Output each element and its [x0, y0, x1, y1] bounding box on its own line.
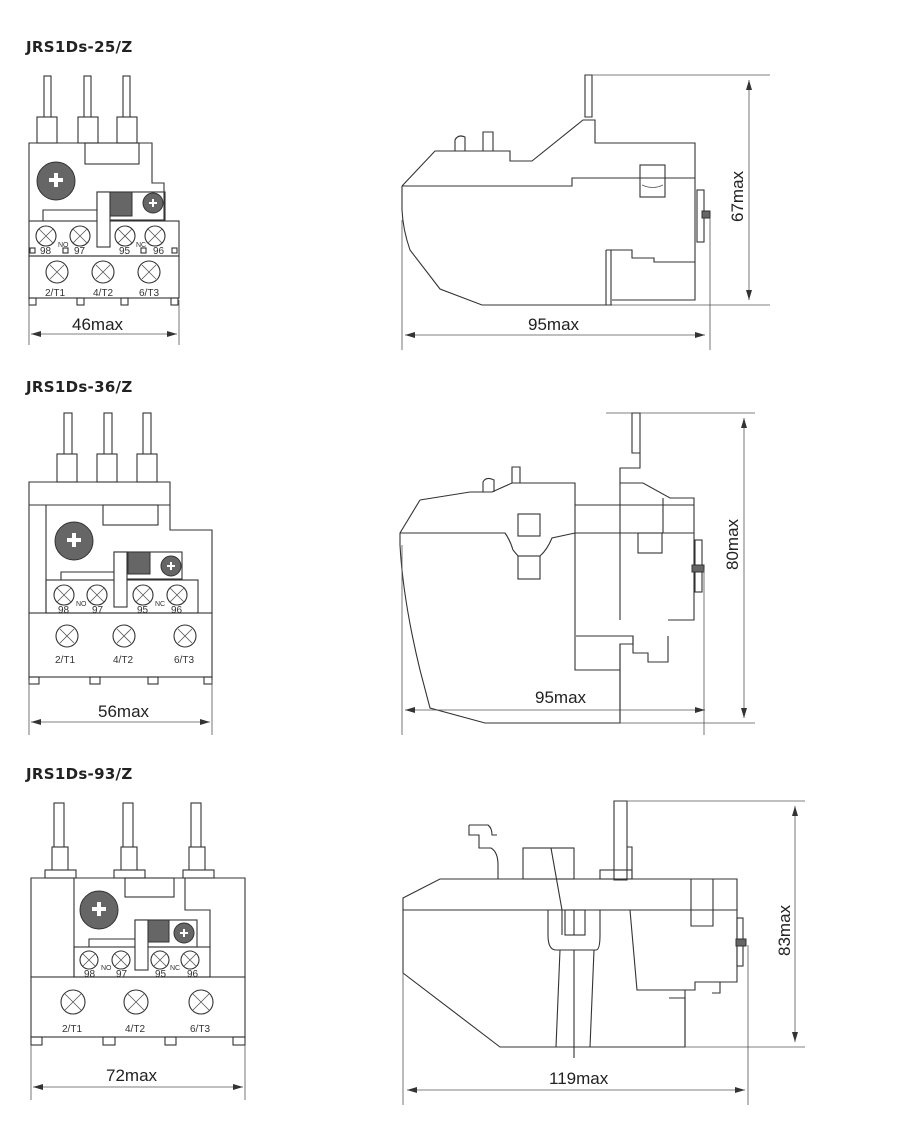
nc-contact-label: NC: [155, 601, 165, 608]
front-view-drawing: 98 97 95 96 NO NC 2/T1 4/T2 6/T3 72max: [30, 802, 246, 1100]
aux-terminal-screw-icon: [79, 950, 200, 970]
width-dimension: 46max: [72, 315, 124, 334]
aux-terminal-label: 96: [187, 969, 199, 980]
no-contact-label: NO: [101, 965, 112, 972]
main-terminal-label: 2/T1: [55, 655, 75, 666]
aux-terminal-label: 97: [74, 246, 86, 257]
aux-terminal-screw-icon: [35, 225, 166, 247]
length-dimension: 119max: [549, 1069, 609, 1088]
aux-terminal-label: 97: [92, 605, 104, 616]
main-terminal-label: 4/T2: [113, 655, 133, 666]
main-terminal-label: 6/T3: [174, 655, 194, 666]
height-dimension: 83max: [775, 904, 794, 956]
aux-terminal-label: 96: [153, 246, 165, 257]
width-dimension: 56max: [98, 702, 150, 721]
no-contact-label: NO: [76, 601, 87, 608]
aux-terminal-screw-icon: [53, 584, 188, 606]
main-terminal-label: 6/T3: [139, 288, 159, 299]
model-title: JRS1Ds-93/Z: [26, 765, 133, 783]
side-view-drawing: 119max 83max: [402, 800, 805, 1105]
length-dimension: 95max: [535, 688, 587, 707]
main-terminal-label: 6/T3: [190, 1024, 210, 1035]
nc-contact-label: NC: [136, 242, 146, 249]
aux-terminal-label: 96: [171, 605, 183, 616]
aux-terminal-label: 98: [40, 246, 52, 257]
main-terminal-label: 2/T1: [62, 1024, 82, 1035]
side-view-drawing: 95max 80max: [399, 412, 755, 735]
aux-terminal-label: 95: [155, 969, 167, 980]
model-title: JRS1Ds-36/Z: [26, 378, 133, 396]
main-terminal-screw-icon: [55, 624, 197, 648]
aux-terminal-label: 98: [84, 969, 96, 980]
side-view-drawing: 95max 67max: [401, 74, 770, 350]
nc-contact-label: NC: [170, 965, 180, 972]
width-dimension: 72max: [106, 1066, 158, 1085]
height-dimension: 80max: [723, 518, 742, 570]
aux-terminal-label: 97: [116, 969, 128, 980]
model-title: JRS1Ds-25/Z: [26, 38, 133, 56]
main-terminal-screw-icon: [60, 989, 214, 1015]
aux-terminal-label: 98: [58, 605, 70, 616]
main-terminal-label: 4/T2: [93, 288, 113, 299]
main-terminal-label: 2/T1: [45, 288, 65, 299]
main-terminal-label: 4/T2: [125, 1024, 145, 1035]
main-terminal-screw-icon: [45, 260, 161, 284]
height-dimension: 67max: [728, 170, 747, 222]
front-view-drawing: 98 97 95 96 NO NC 2/T1 4/T2 6/T3 56max: [28, 412, 213, 735]
no-contact-label: NO: [58, 242, 69, 249]
aux-terminal-label: 95: [137, 605, 149, 616]
aux-terminal-label: 95: [119, 246, 131, 257]
front-view-drawing: 98 97 95 96 NO NC 2/T1 4/T2 6/T3 46max: [28, 75, 180, 345]
length-dimension: 95max: [528, 315, 580, 334]
